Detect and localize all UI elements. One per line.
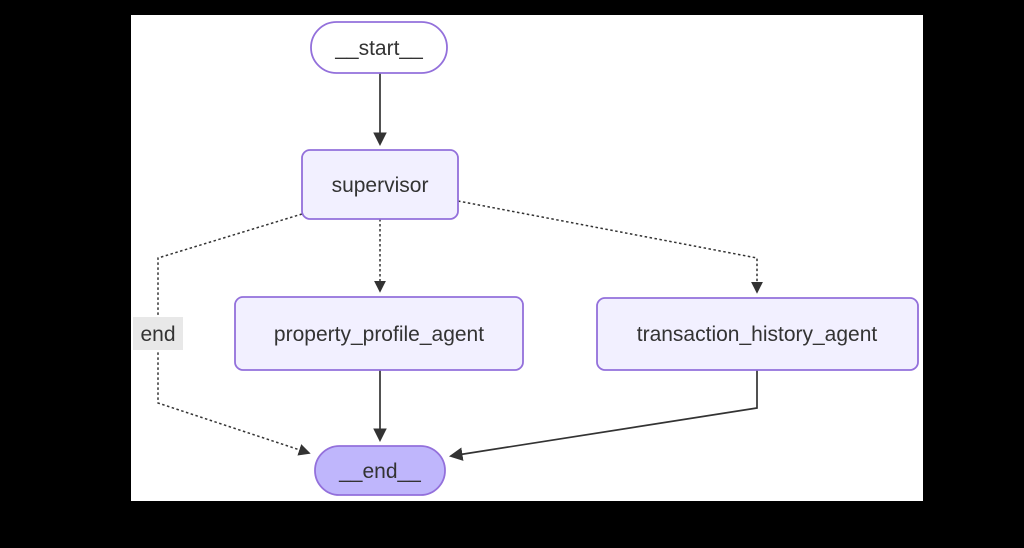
node-property-profile-agent-shape — [234, 296, 524, 371]
edge-transaction-history-agent-to-end — [448, 370, 758, 461]
node-transaction-history-agent-shape — [596, 297, 919, 371]
node-end-label: __end__ — [338, 460, 421, 483]
edge-supervisor-to-end — [157, 213, 311, 456]
node-property-profile-agent: property_profile_agent — [234, 296, 524, 371]
node-property-profile-agent-label: property_profile_agent — [274, 323, 484, 346]
flowchart-svg: end __start__ supervisor property_profil… — [133, 21, 919, 496]
node-supervisor-shape — [301, 149, 459, 220]
node-start-shape — [310, 21, 448, 74]
node-start: __start__ — [310, 21, 448, 74]
node-transaction-history-agent: transaction_history_agent — [596, 297, 919, 371]
node-end-shape — [314, 445, 446, 496]
node-end: __end__ — [314, 445, 446, 496]
diagram-canvas: end __start__ supervisor property_profil… — [131, 15, 923, 501]
edge-label-end-background — [133, 317, 183, 350]
edge-label-end: end — [133, 317, 183, 350]
node-transaction-history-agent-label: transaction_history_agent — [637, 323, 878, 346]
edge-supervisor-to-transaction-history-agent — [457, 200, 763, 294]
node-supervisor-label: supervisor — [332, 174, 429, 197]
edge-label-end-text: end — [140, 323, 175, 346]
node-start-label: __start__ — [334, 37, 423, 60]
node-supervisor: supervisor — [301, 149, 459, 220]
